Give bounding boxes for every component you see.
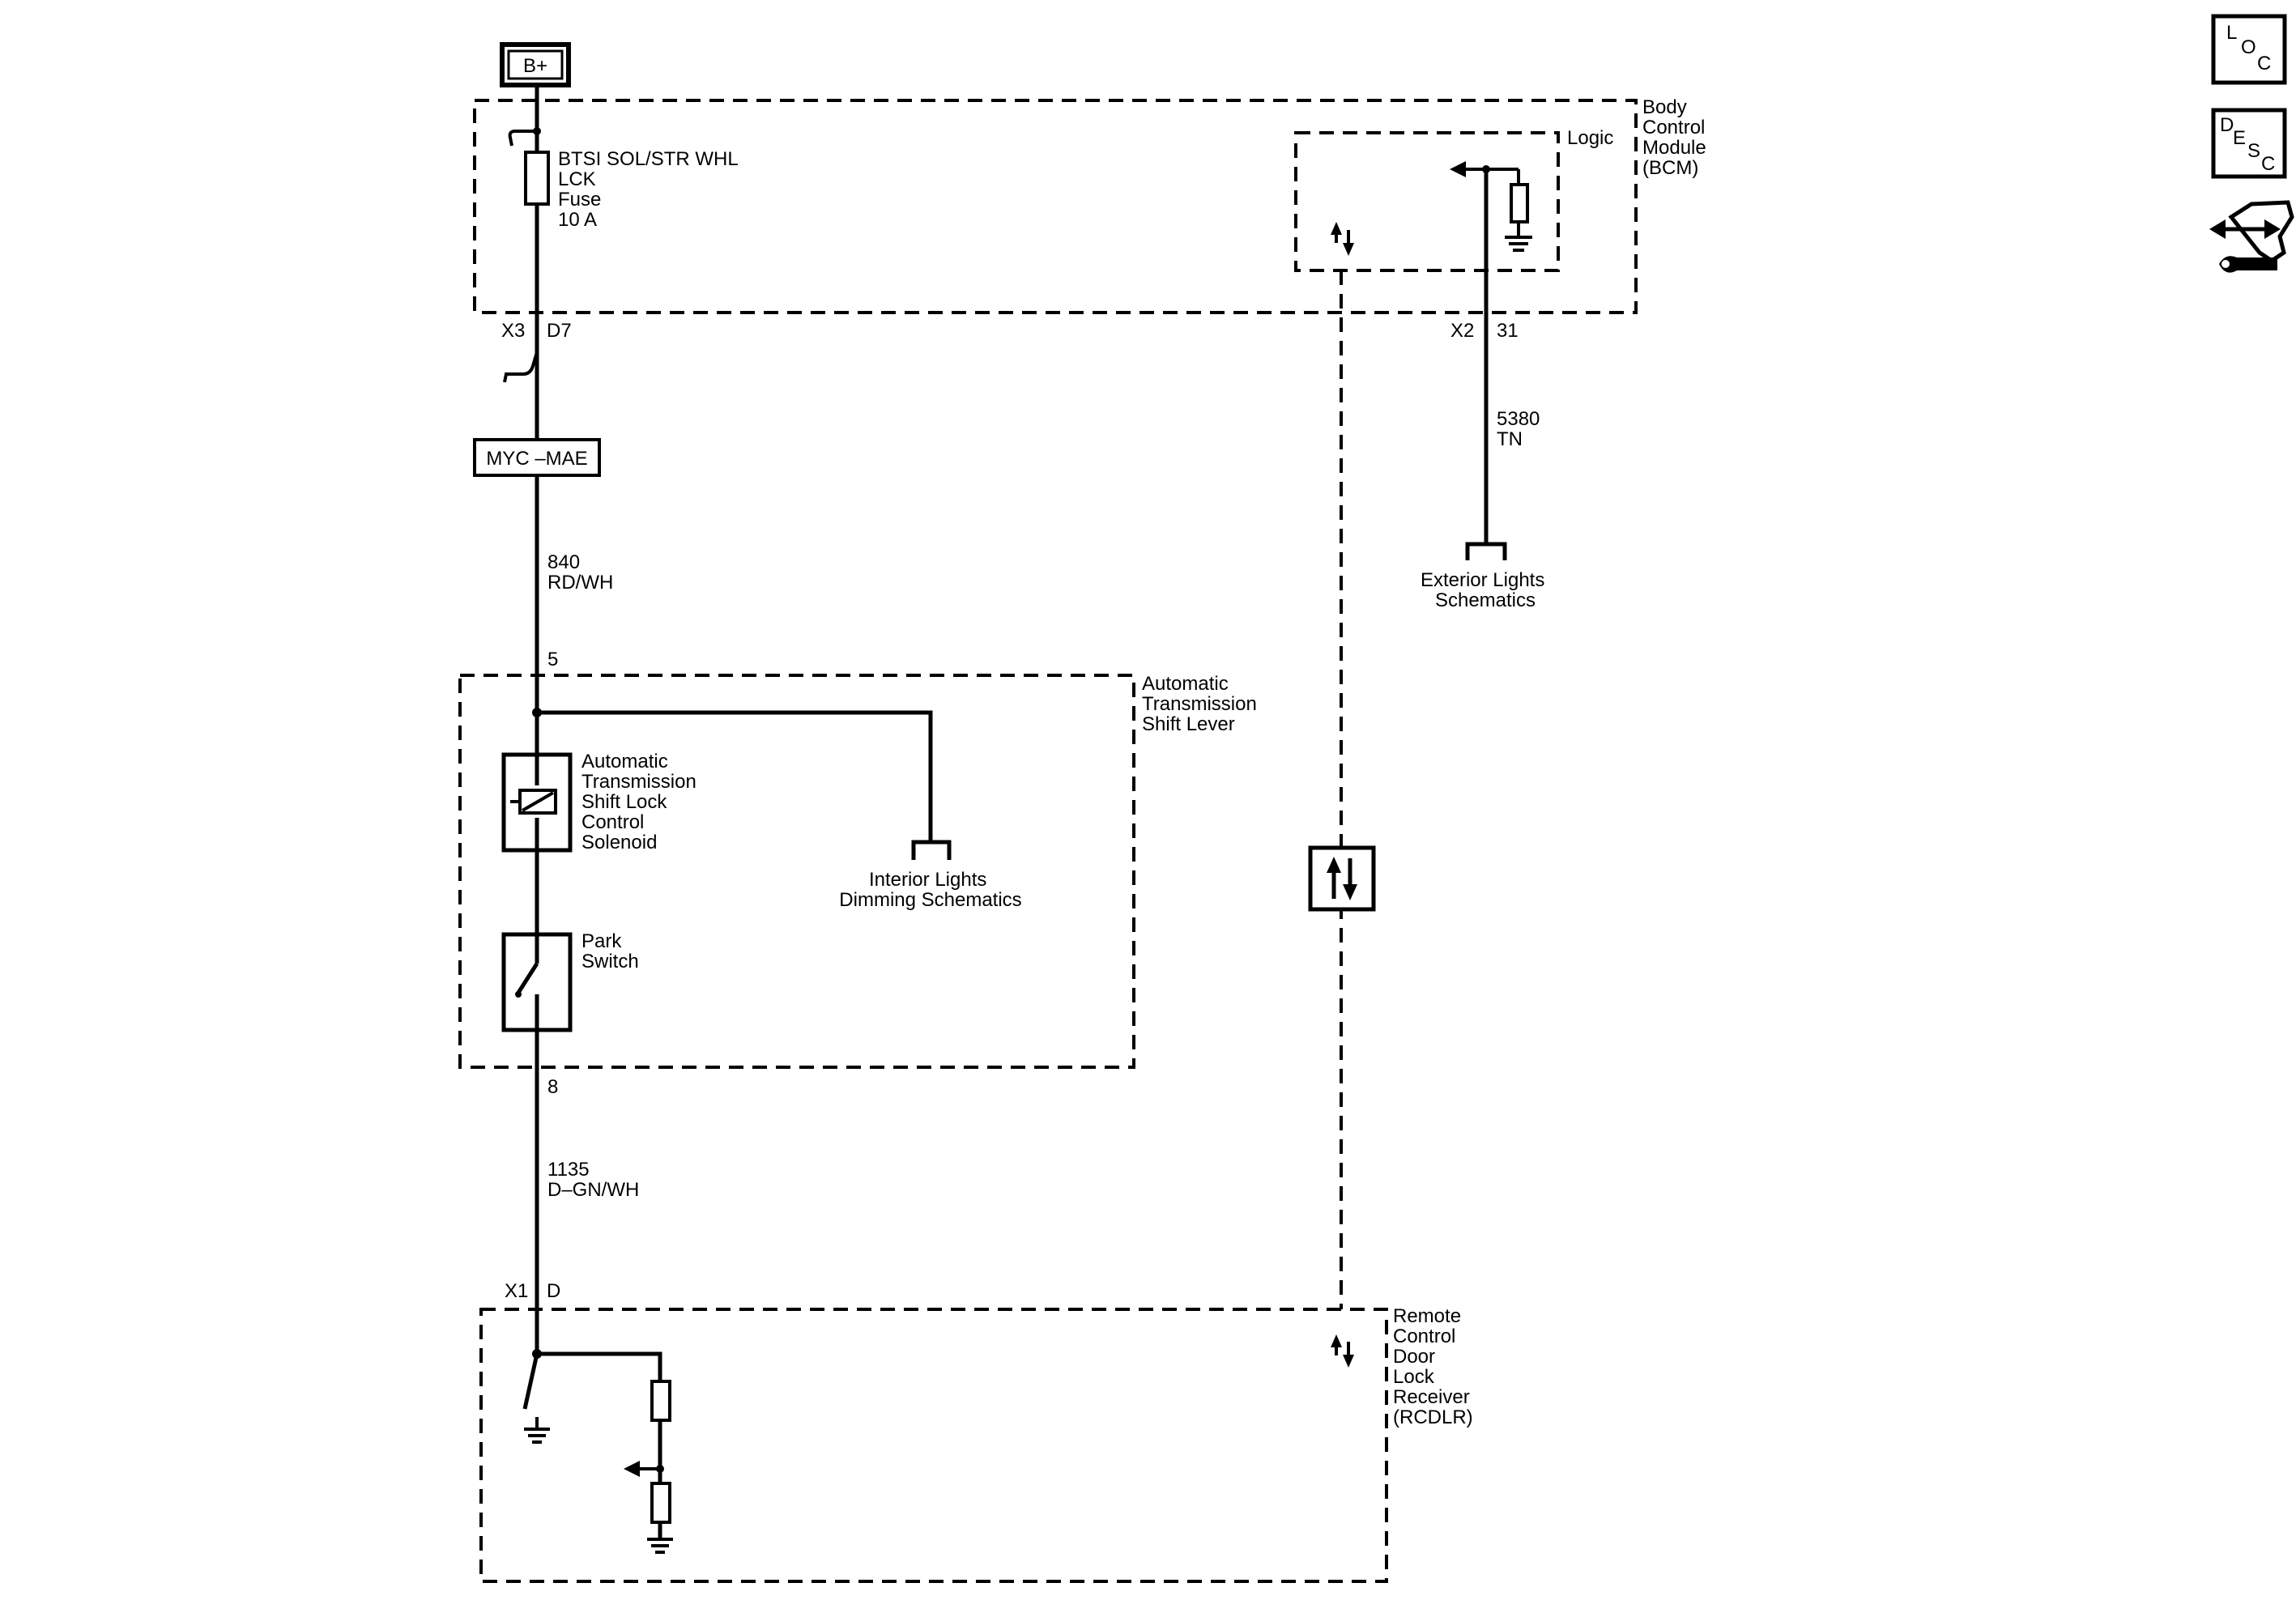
bcm-boundary: [473, 99, 1638, 314]
svg-text:O: O: [2241, 36, 2256, 58]
serial-data-module-icon: [1308, 845, 1376, 912]
x3-connector-name: X3: [501, 320, 525, 342]
loc-icon[interactable]: L O C: [2211, 14, 2287, 85]
bcm-internal-connector-icon: [508, 130, 537, 147]
shift-lever-pin-5: 5: [547, 649, 558, 670]
park-switch-label: Park Switch: [581, 930, 639, 972]
logic-ground-icon: [1505, 236, 1532, 252]
svg-text:S: S: [2247, 140, 2260, 162]
wire-5380-label: 5380 TN: [1497, 408, 1545, 450]
x3-connector-pin: D7: [547, 320, 572, 342]
svg-text:C: C: [2257, 53, 2271, 74]
bcm-serial-data-arrows-icon: [1331, 222, 1354, 256]
svg-text:E: E: [2233, 127, 2246, 149]
x2-connector-name: X2: [1450, 320, 1474, 342]
exterior-lights-ref-label: Exterior Lights Schematics: [1421, 569, 1550, 611]
shift-lever-label: Automatic Transmission Shift Lever: [1142, 673, 1262, 735]
rcdlr-resistor-ground-icon: [647, 1538, 673, 1554]
b-plus-label: B+: [523, 55, 547, 77]
rcdlr-pullup-resistor: [650, 1380, 671, 1422]
splice-pack-label: MYC –MAE: [486, 448, 587, 470]
logic-resistor: [1510, 183, 1529, 223]
interior-lights-ref-icon: [911, 840, 952, 860]
svg-text:L: L: [2226, 22, 2237, 44]
rcdlr-boundary: [479, 1308, 1388, 1583]
exterior-lights-ref-icon: [1465, 542, 1507, 560]
btsi-fuse: [524, 151, 550, 206]
x3-connector-icon: [503, 351, 539, 383]
interior-lights-ref-label: Interior Lights Dimming Schematics: [839, 869, 1021, 911]
logic-label: Logic: [1567, 127, 1613, 149]
desc-icon[interactable]: D E S C: [2211, 108, 2287, 179]
svg-text:D: D: [2220, 114, 2234, 136]
rcdlr-label: Remote Control Door Lock Receiver (RCDLR…: [1393, 1305, 1475, 1428]
b-plus-power-source: B+: [500, 42, 571, 87]
wire-840-label: 840 RD/WH: [547, 551, 613, 594]
shift-lock-solenoid-label: Automatic Transmission Shift Lock Contro…: [581, 751, 701, 853]
shift-lever-pin-8: 8: [547, 1076, 558, 1098]
park-switch-icon: [501, 932, 573, 1032]
rcdlr-pulldown-resistor: [650, 1482, 671, 1524]
wrench-arrows-icon[interactable]: [2209, 200, 2294, 273]
x2-connector-pin: 31: [1497, 320, 1519, 342]
bcm-label: Body Control Module (BCM): [1642, 96, 1711, 179]
rcdlr-serial-data-arrows-icon: [1331, 1334, 1354, 1368]
x1-connector-pin: D: [547, 1280, 560, 1302]
logic-boundary: [1294, 131, 1560, 272]
x1-connector-name: X1: [505, 1280, 528, 1302]
wire-1135-label: 1135 D–GN/WH: [547, 1159, 639, 1201]
rcdlr-switch-ground-icon: [524, 1417, 550, 1444]
svg-text:C: C: [2261, 153, 2275, 175]
fuse-label: BTSI SOL/STR WHL LCK Fuse 10 A: [558, 148, 743, 231]
shift-lock-solenoid-icon: [501, 752, 573, 853]
interior-lights-branch-wire: [537, 710, 933, 842]
rcdlr-internal-switch: [522, 1353, 539, 1410]
shift-lever-boundary: [458, 674, 1135, 1069]
